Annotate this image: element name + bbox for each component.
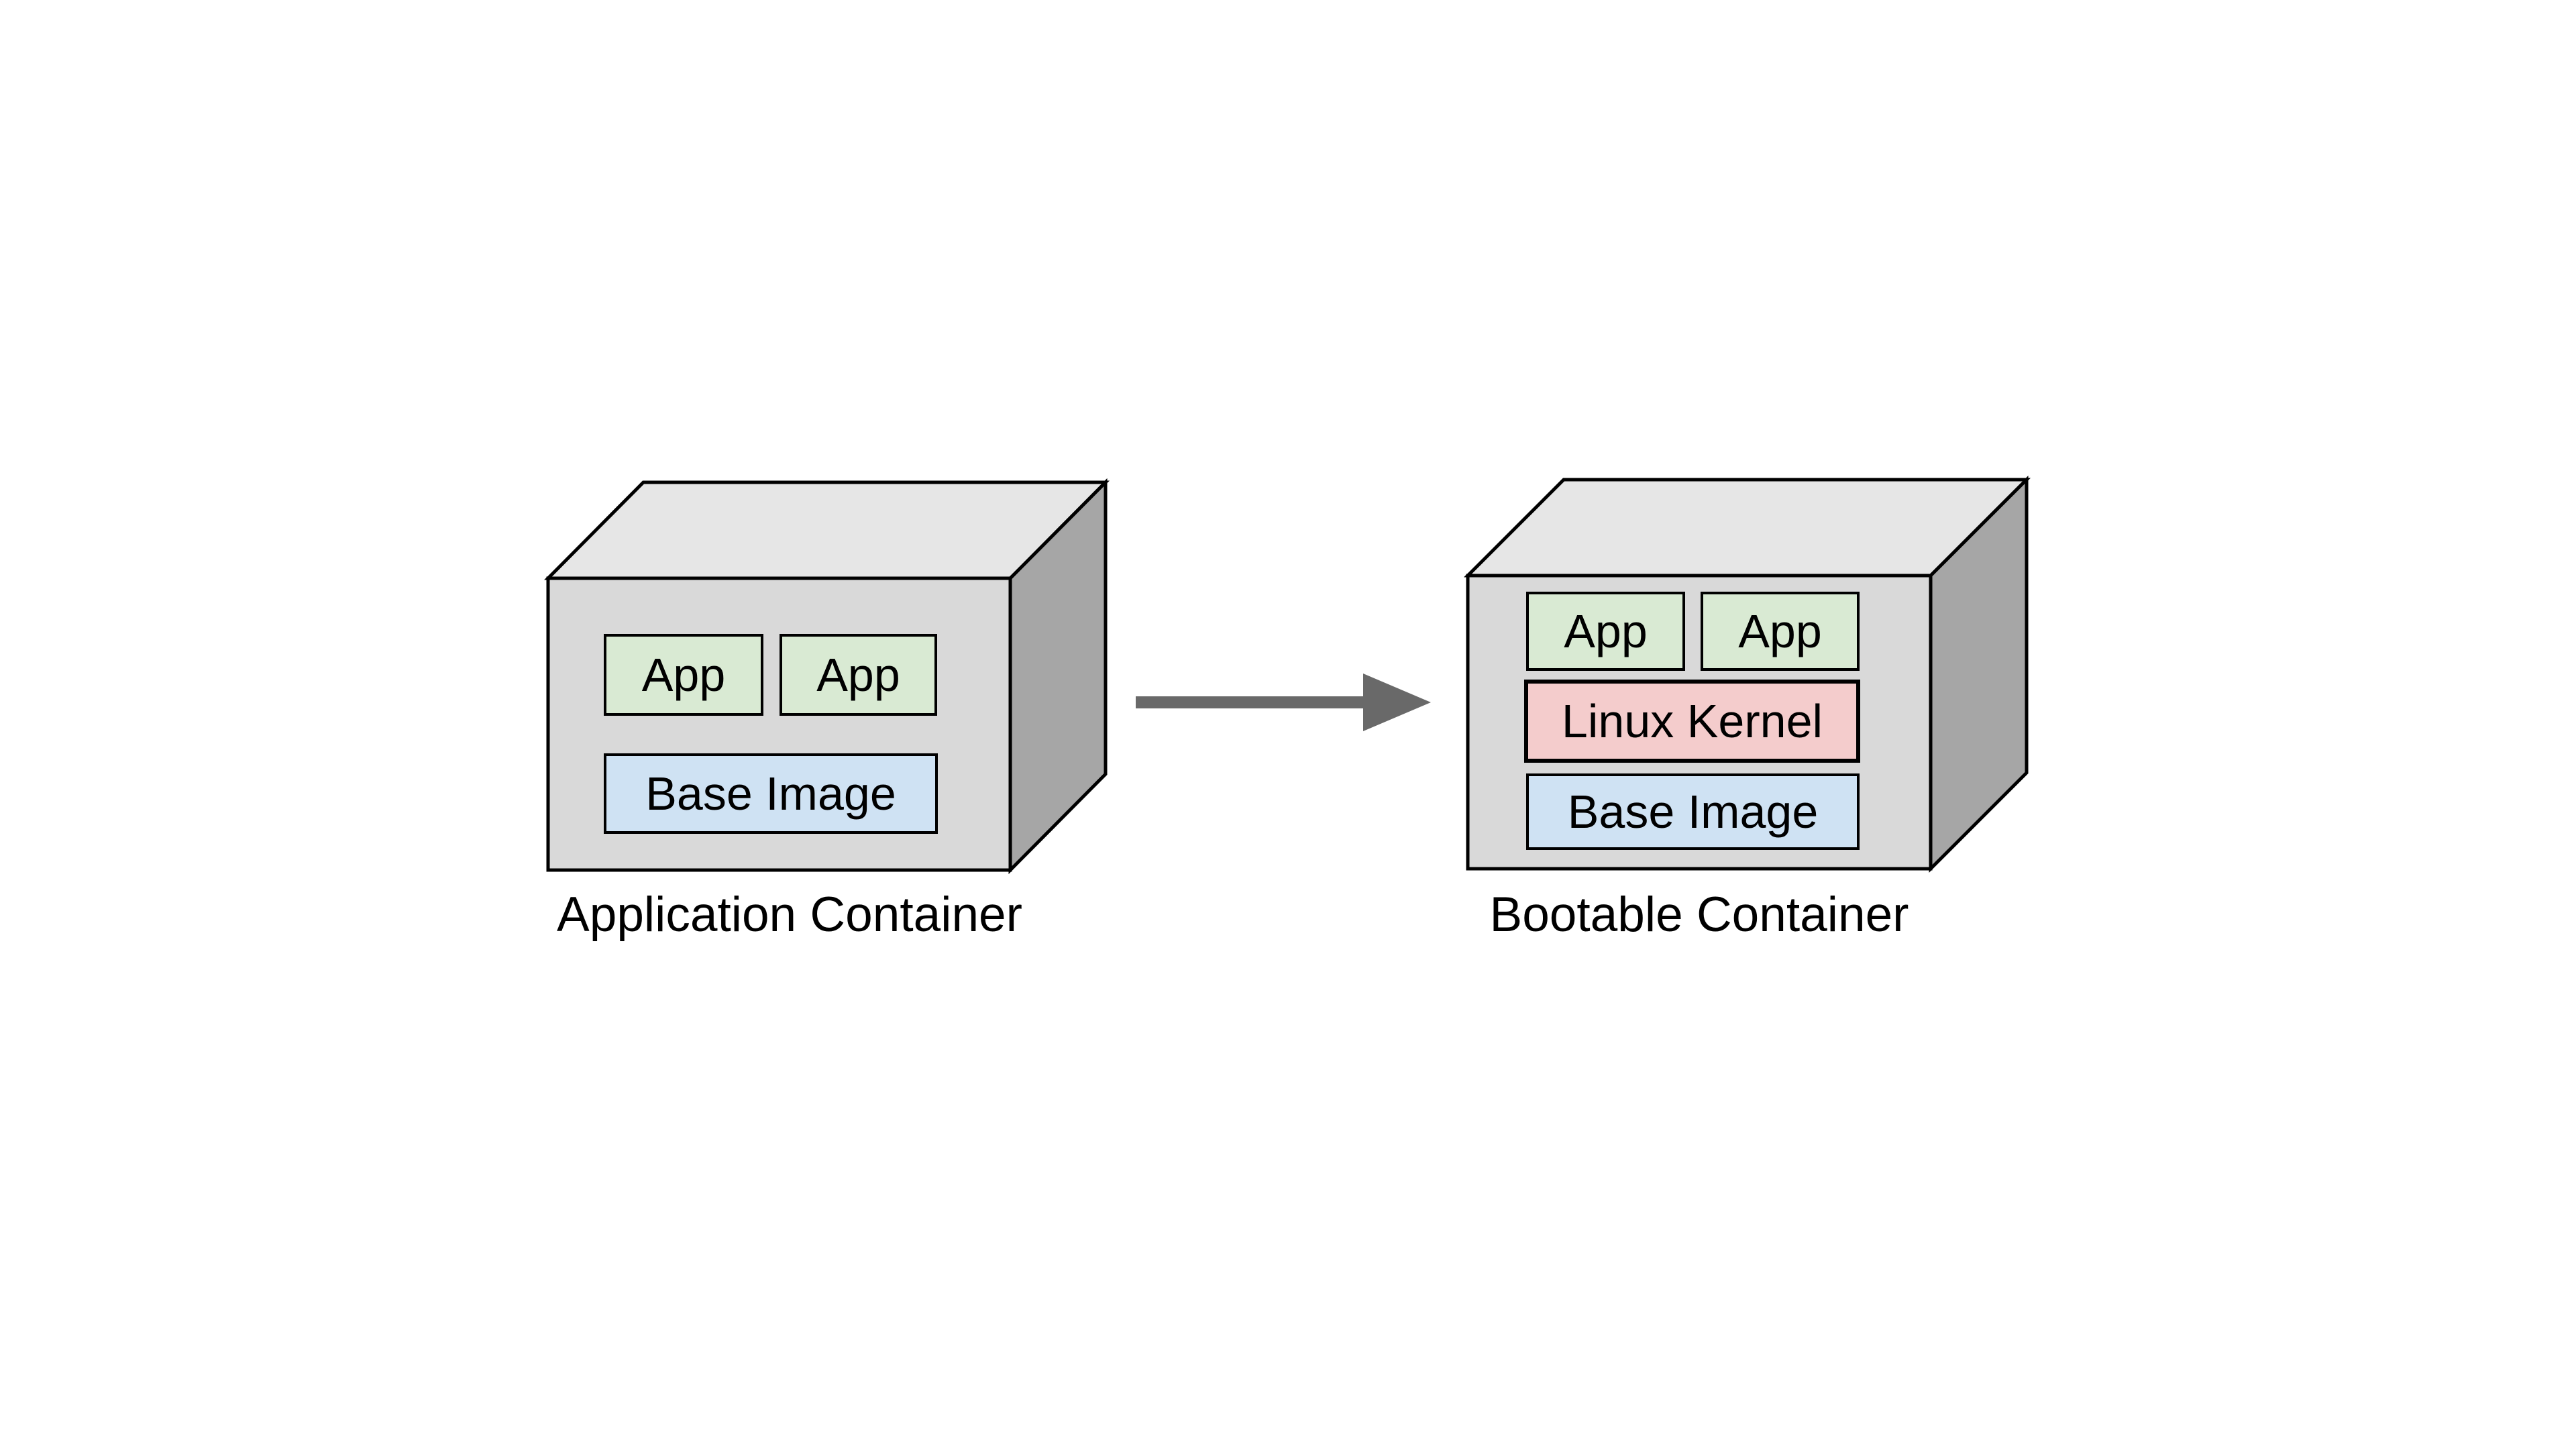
transform-arrow-head-icon xyxy=(1363,674,1431,731)
application-container-top-face xyxy=(543,480,1110,580)
bootable-container-caption: Bootable Container xyxy=(1489,888,1909,942)
transform-arrow-shaft xyxy=(1136,696,1367,708)
base-image-block: Base Image xyxy=(604,753,938,834)
app-block: App xyxy=(1526,592,1685,671)
transform-arrow xyxy=(1136,674,1431,731)
application-container-caption: Application Container xyxy=(557,888,1022,942)
app-block: App xyxy=(604,634,763,716)
linux-kernel-block: Linux Kernel xyxy=(1524,680,1860,763)
app-block: App xyxy=(1701,592,1860,671)
app-block: App xyxy=(780,634,937,716)
base-image-block: Base Image xyxy=(1526,773,1860,850)
